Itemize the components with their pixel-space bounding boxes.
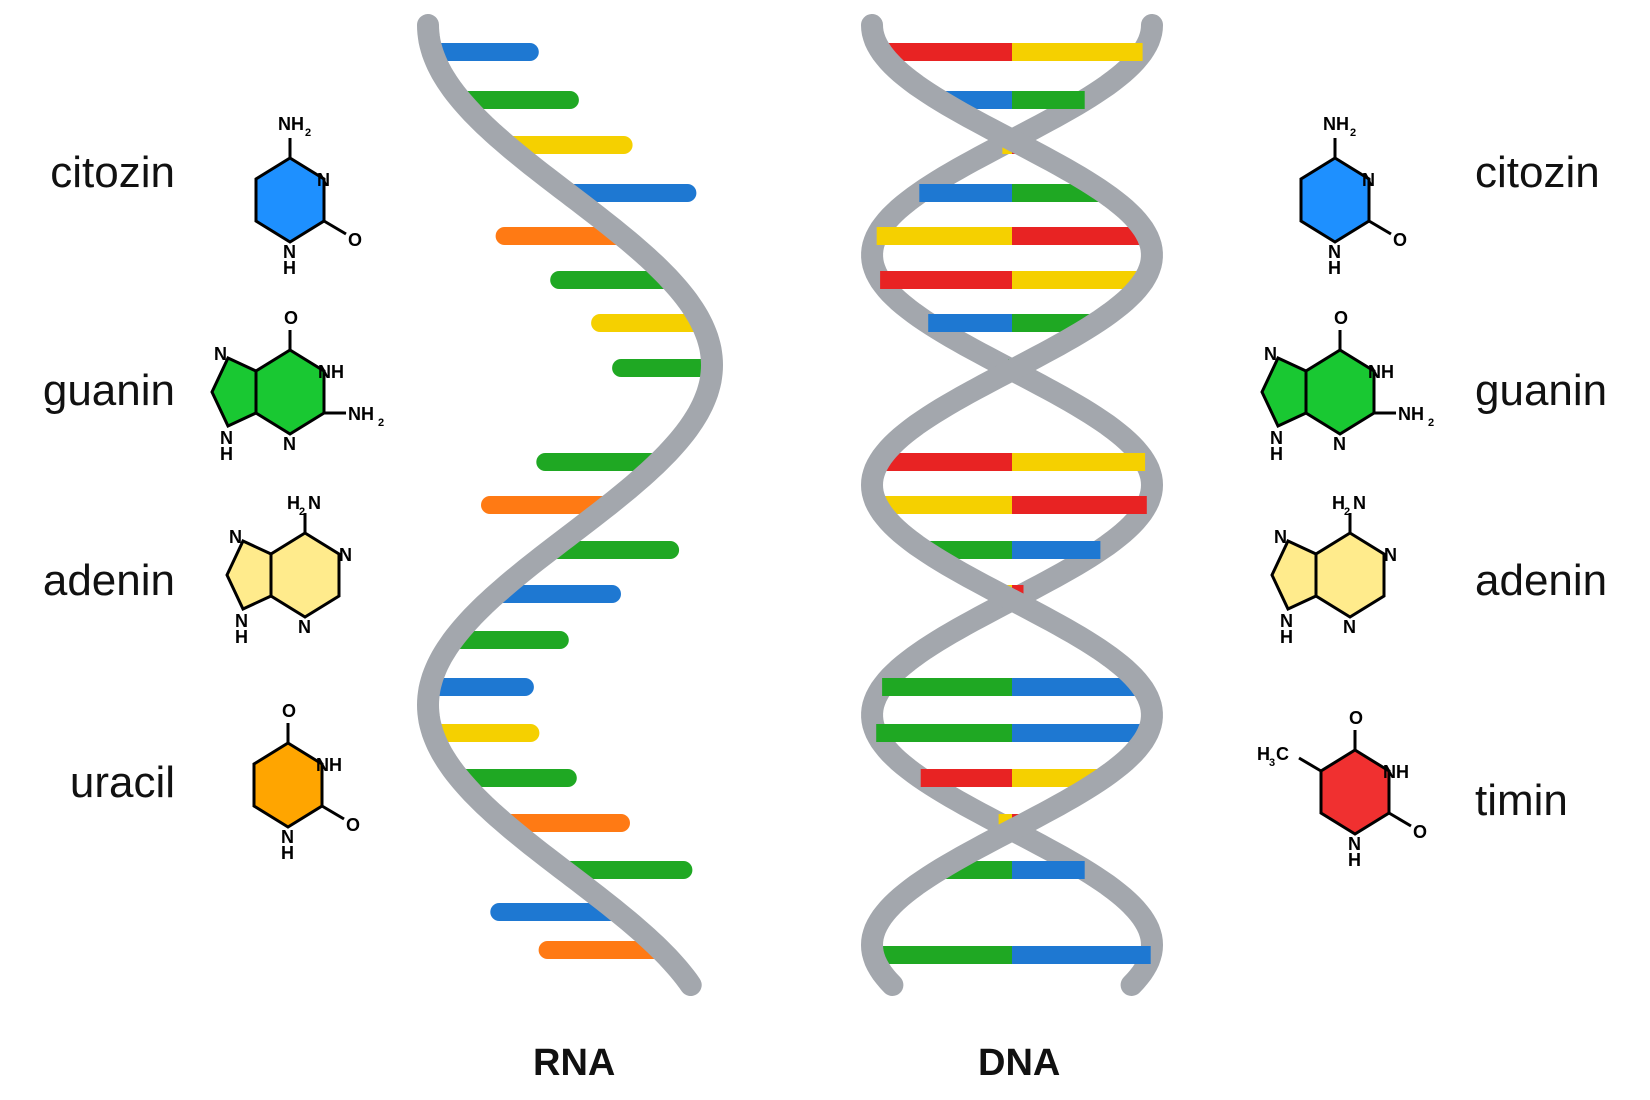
atom-h3c: H (1257, 744, 1270, 764)
cytosine-ring (1299, 156, 1371, 244)
atom-n: N (1328, 242, 1341, 262)
dna-helix (860, 14, 1164, 996)
atom-o: O (1413, 822, 1427, 842)
atom-sub: 3 (1269, 757, 1275, 769)
atom-n: N (229, 527, 242, 547)
atom-n: N (317, 170, 330, 190)
atom-n: N (339, 545, 352, 565)
atom-n: N (308, 493, 321, 513)
caption-rna: RNA (533, 1042, 616, 1084)
atom-nh: NH (1383, 762, 1409, 782)
adenine-molecule-left: H 2 N N N N N H (225, 493, 352, 647)
adenine-six-ring (269, 531, 341, 619)
label-cytosine-right: citozin (1475, 148, 1600, 197)
uracil-molecule-left: O NH N H O (252, 701, 360, 863)
thymine-ring (1319, 748, 1391, 836)
atom-o: O (1349, 708, 1363, 728)
label-adenine-left: adenin (42, 556, 175, 605)
atom-sub: 2 (305, 127, 311, 139)
atom-n: N (1274, 527, 1287, 547)
atom-n: N (283, 434, 296, 454)
label-guanine-right: guanin (1475, 366, 1608, 415)
atom-n: N (283, 242, 296, 262)
atom-n: N (1384, 545, 1397, 565)
atom-h: H (283, 258, 296, 278)
atom-o: O (1334, 308, 1348, 328)
atom-h2n: H (287, 493, 300, 513)
atom-o: O (282, 701, 296, 721)
atom-sub: 2 (1350, 127, 1356, 139)
atom-h: H (1328, 258, 1341, 278)
guanine-molecule-right: O NH NH 2 N N N H (1260, 308, 1434, 464)
atom-n: N (235, 611, 248, 631)
atom-nh2: NH (1398, 404, 1424, 424)
uracil-ring (252, 741, 324, 829)
atom-n: N (281, 827, 294, 847)
atom-o: O (1393, 230, 1407, 250)
adenine-molecule-right: H 2 N N N N N H (1270, 493, 1397, 647)
cytosine-molecule-left: NH 2 N N H O (254, 114, 362, 278)
atom-h: H (1270, 444, 1283, 464)
atom-h: H (220, 444, 233, 464)
label-adenine-right: adenin (1475, 556, 1608, 605)
atom-n: N (1264, 344, 1277, 364)
atom-sub: 2 (378, 417, 384, 429)
atom-o: O (348, 230, 362, 250)
adenine-six-ring (1314, 531, 1386, 619)
atom-n: N (220, 428, 233, 448)
atom-n: N (298, 617, 311, 637)
label-uracil-left: uracil (69, 758, 175, 807)
atom-nh: NH (1368, 362, 1394, 382)
dna-backbone-strand-front (860, 14, 1163, 996)
adenine-five-ring (225, 539, 273, 611)
guanine-five-ring (210, 356, 258, 428)
label-cytosine-left: citozin (50, 148, 175, 197)
guanine-five-ring (1260, 356, 1308, 428)
adenine-five-ring (1270, 539, 1318, 611)
cytosine-molecule-right: NH 2 N N H O (1299, 114, 1407, 278)
atom-h: H (1280, 627, 1293, 647)
guanine-six-ring (254, 348, 326, 436)
atom-n: N (1270, 428, 1283, 448)
atom-o: O (284, 308, 298, 328)
rna-backbone (416, 14, 724, 996)
atom-nh2: NH (1323, 114, 1349, 134)
atom-nh2: NH (348, 404, 374, 424)
atom-n: N (214, 344, 227, 364)
atom-h: H (281, 843, 294, 863)
atom-n: N (1362, 170, 1375, 190)
guanine-molecule-left: O NH NH 2 N N N H (210, 308, 384, 464)
atom-h: H (235, 627, 248, 647)
atom-nh2: NH (278, 114, 304, 134)
atom-n: N (1348, 834, 1361, 854)
atom-sub: 2 (1344, 506, 1350, 518)
atom-n: N (1280, 611, 1293, 631)
label-guanine-left: guanin (42, 366, 175, 415)
atom-sub: 2 (299, 506, 305, 518)
caption-dna: DNA (978, 1042, 1061, 1084)
atom-n: N (1343, 617, 1356, 637)
atom-h2n: H (1332, 493, 1345, 513)
atom-n: N (1333, 434, 1346, 454)
atom-c: C (1276, 744, 1289, 764)
atom-n: N (1353, 493, 1366, 513)
rna-helix (416, 14, 724, 996)
atom-sub: 2 (1428, 417, 1434, 429)
atom-o: O (346, 815, 360, 835)
atom-nh: NH (316, 755, 342, 775)
atom-h: H (1348, 850, 1361, 870)
cytosine-ring (254, 156, 326, 244)
guanine-six-ring (1304, 348, 1376, 436)
thymine-molecule-right: O NH N H O H 3 C (1257, 708, 1427, 870)
label-thymine-right: timin (1475, 776, 1568, 825)
atom-nh: NH (318, 362, 344, 382)
